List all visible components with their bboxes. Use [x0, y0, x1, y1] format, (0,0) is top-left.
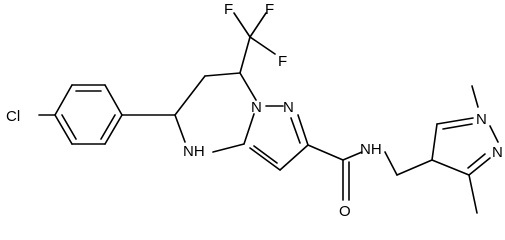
bridge-nitrogen-label: N: [251, 99, 262, 116]
fused-pyrazole-ring: [249, 105, 309, 171]
molecule-diagram: Cl F F F N N NH O NH: [6, 1, 503, 220]
trifluoromethyl-group: [233, 12, 276, 74]
fluorine-label-right: F: [278, 53, 287, 70]
amide-nh-label: NH: [360, 141, 382, 158]
chlorophenyl-group: [38, 84, 123, 145]
dimethylpyrazole-ring: [431, 85, 499, 214]
fluorine-label-top-left: F: [224, 1, 233, 18]
amine-nh-label: NH: [183, 143, 205, 160]
fluorine-label-top-right: F: [265, 1, 274, 18]
tetrahydropyrimidine-ring: [121, 72, 257, 153]
pyrazole-n2-label: N: [492, 144, 503, 161]
amide-oxygen-label: O: [339, 203, 351, 220]
amide-linkage: [307, 144, 433, 201]
chlorine-atom-label: Cl: [6, 108, 20, 125]
pyrazole-n1-label: N: [476, 111, 487, 128]
pyrazole-nitrogen-label: N: [283, 99, 294, 116]
